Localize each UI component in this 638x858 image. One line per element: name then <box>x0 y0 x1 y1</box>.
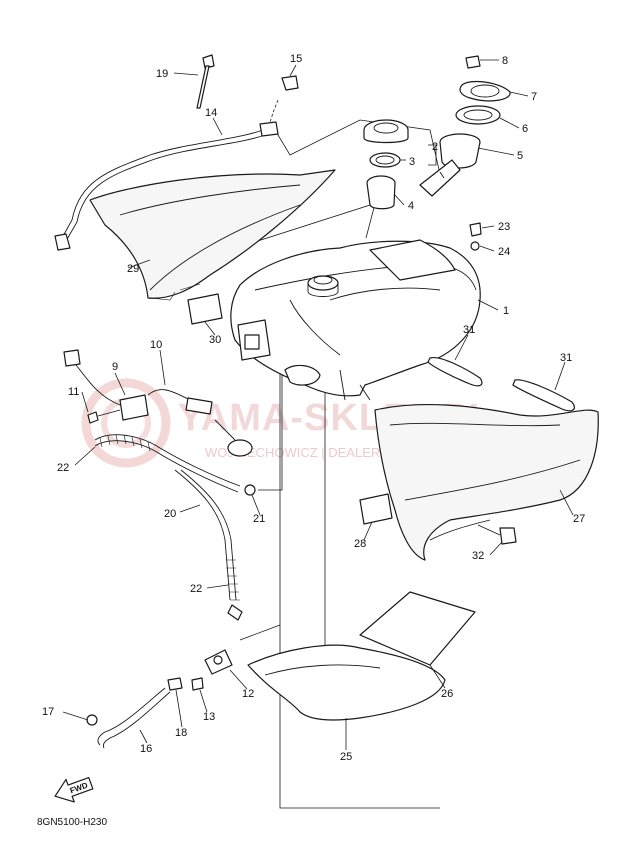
part-26-pad <box>359 591 476 666</box>
fwd-arrow-icon: FWD <box>54 776 94 803</box>
callout-27: 27 <box>573 513 585 525</box>
callout-25: 25 <box>340 751 352 763</box>
callout-14: 14 <box>205 107 217 119</box>
callout-21: 21 <box>253 513 265 525</box>
part-8-bolt <box>465 55 481 69</box>
callout-24: 24 <box>498 246 510 258</box>
callout-19: 19 <box>156 68 168 80</box>
callout-7: 7 <box>531 91 537 103</box>
callout-11: 11 <box>68 386 79 398</box>
part-18-clamp <box>167 677 183 691</box>
part-10-sensor-lead <box>147 389 253 457</box>
part-16-drain-hose <box>97 687 171 749</box>
callout-9: 9 <box>112 361 118 373</box>
callout-18: 18 <box>175 727 187 739</box>
part-14-hose <box>54 99 279 251</box>
part-12-fuel-cock <box>204 649 233 675</box>
callout-32: 32 <box>472 550 484 562</box>
callout-3: 3 <box>409 156 415 168</box>
callout-23: 23 <box>498 221 510 233</box>
callout-6: 6 <box>522 123 528 135</box>
callout-10: 10 <box>150 339 162 351</box>
watermark-logo-icon <box>81 378 171 468</box>
part-24-washer <box>470 241 480 251</box>
part-27-right-side-cover <box>374 403 599 561</box>
part-5-fuel-pump <box>419 133 481 197</box>
part-32-bolt <box>477 524 517 545</box>
part-31-gasket-lower <box>512 379 575 412</box>
part-22-hose-upper <box>94 434 161 455</box>
part-13-screw <box>191 677 204 691</box>
callout-22-upper: 22 <box>57 462 69 474</box>
callout-15: 15 <box>290 53 302 65</box>
part-21-clamp <box>244 484 256 496</box>
callout-22-lower: 22 <box>190 583 202 595</box>
part-2-fuel-cap <box>363 119 409 144</box>
part-17-clip <box>86 714 98 726</box>
callout-30: 30 <box>209 334 221 346</box>
callout-13: 13 <box>203 711 215 723</box>
callout-2: 2 <box>432 141 438 153</box>
part-28-pad <box>359 493 393 525</box>
callout-numbers: 1 2 3 4 5 6 7 8 9 10 11 12 13 14 15 16 1… <box>42 53 585 763</box>
part-30-pad <box>187 293 223 325</box>
callout-29: 29 <box>127 263 139 275</box>
callout-31-lower: 31 <box>560 352 572 364</box>
part-11-screw <box>87 409 121 424</box>
callout-leaders <box>62 59 574 750</box>
part-1-fuel-tank <box>230 239 481 401</box>
part-25-lower-cover <box>247 644 446 721</box>
part-4-filler-neck <box>366 175 396 210</box>
part-23-bolt <box>469 222 482 237</box>
leader-lines <box>235 119 443 809</box>
reference-code: 8GN5100-H230 <box>37 817 107 828</box>
callout-20: 20 <box>164 508 176 520</box>
callout-4: 4 <box>408 200 414 212</box>
callout-28: 28 <box>354 538 366 550</box>
part-19-band <box>196 54 215 109</box>
callout-5: 5 <box>517 150 523 162</box>
part-3-ring <box>369 152 401 168</box>
part-22-hose-lower <box>226 559 243 621</box>
part-31-gasket-upper <box>427 356 483 387</box>
callout-8: 8 <box>502 55 508 67</box>
part-7-plate <box>459 80 511 102</box>
callout-31-upper: 31 <box>463 324 475 336</box>
callout-1: 1 <box>503 305 509 317</box>
part-15-clip <box>281 75 299 91</box>
callout-17: 17 <box>42 706 54 718</box>
part-20-hose <box>159 447 241 601</box>
callout-26: 26 <box>441 688 453 700</box>
part-29-left-side-cover <box>89 169 336 301</box>
callout-12: 12 <box>242 688 254 700</box>
part-9-sender <box>63 349 149 421</box>
callout-16: 16 <box>140 743 152 755</box>
part-6-gasket <box>455 105 501 125</box>
